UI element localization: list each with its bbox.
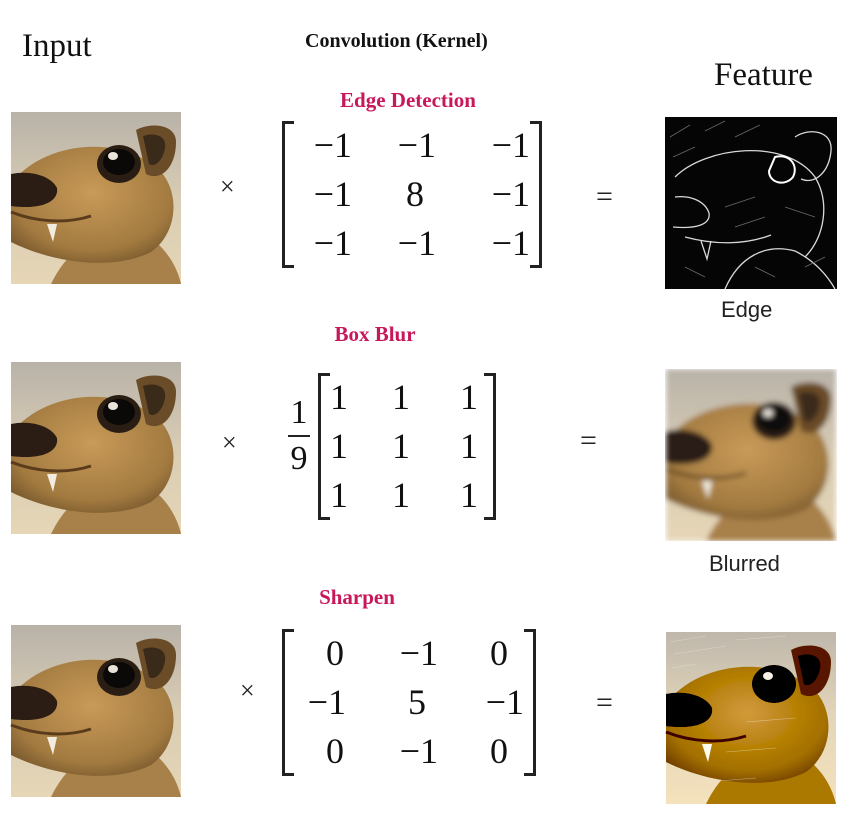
right-bracket <box>524 629 536 776</box>
cell: −1 <box>307 682 346 722</box>
input-image-edge-row <box>10 112 182 284</box>
cell: −1 <box>399 731 438 771</box>
right-bracket <box>530 121 542 268</box>
cell: 5 <box>408 682 426 722</box>
multiply-operator-sharpen: × <box>240 676 255 705</box>
fraction-bar <box>288 435 310 437</box>
multiply-operator-blur: × <box>222 428 237 457</box>
cell: 0 <box>490 731 508 771</box>
cell: −1 <box>491 223 530 263</box>
feature-column-header: Feature <box>714 57 813 93</box>
cell: −1 <box>485 682 524 722</box>
sharpen-kernel-matrix: 0 −1 0 −1 5 −1 0 −1 0 <box>282 629 536 776</box>
cell: 1 <box>330 377 348 417</box>
input-image-blur-row <box>10 362 182 534</box>
blurred-output-image <box>665 369 837 541</box>
cell: 0 <box>326 731 344 771</box>
cell: 8 <box>406 174 424 214</box>
cell: −1 <box>313 223 352 263</box>
matrix-cells: 0 −1 0 −1 5 −1 0 −1 0 <box>294 629 524 776</box>
sharpened-output-image <box>665 632 837 804</box>
kernel-column-header: Convolution (Kernel) <box>305 30 488 52</box>
cell: −1 <box>399 633 438 673</box>
box-blur-kernel-matrix: 1 1 1 1 1 1 1 1 1 <box>318 373 496 520</box>
input-image-sharpen-row <box>10 625 182 797</box>
edge-detection-kernel-matrix: −1 −1 −1 −1 8 −1 −1 −1 −1 <box>282 121 542 268</box>
left-bracket <box>318 373 330 520</box>
cell: −1 <box>491 125 530 165</box>
cell: 1 <box>392 426 410 466</box>
cell: 1 <box>460 426 478 466</box>
cell: −1 <box>397 125 436 165</box>
scale-fraction: 1 9 <box>288 395 310 477</box>
cell: 1 <box>460 377 478 417</box>
cell: 1 <box>330 426 348 466</box>
blurred-output-caption: Blurred <box>709 551 780 576</box>
cell: 0 <box>326 633 344 673</box>
cell: 1 <box>392 475 410 515</box>
cell: −1 <box>491 174 530 214</box>
cell: 1 <box>392 377 410 417</box>
equals-sign-sharpen: = <box>596 686 613 719</box>
fraction-numerator: 1 <box>290 394 308 431</box>
cell: −1 <box>313 125 352 165</box>
equals-sign-blur: = <box>580 424 597 457</box>
left-bracket <box>282 629 294 776</box>
edge-output-image <box>665 117 837 289</box>
matrix-cells: 1 1 1 1 1 1 1 1 1 <box>330 373 484 520</box>
cell: 1 <box>460 475 478 515</box>
multiply-operator-edge: × <box>220 172 235 201</box>
matrix-cells: −1 −1 −1 −1 8 −1 −1 −1 −1 <box>294 121 530 268</box>
left-bracket <box>282 121 294 268</box>
cell: 1 <box>330 475 348 515</box>
fraction-denominator: 9 <box>290 440 308 477</box>
edge-output-caption: Edge <box>721 297 773 322</box>
kernel-name-sharpen: Sharpen <box>319 585 395 609</box>
kernel-name-edge-detection: Edge Detection <box>340 88 476 112</box>
input-column-header: Input <box>22 28 92 64</box>
right-bracket <box>484 373 496 520</box>
kernel-name-box-blur: Box Blur <box>334 322 416 346</box>
cell: −1 <box>313 174 352 214</box>
cell: 0 <box>490 633 508 673</box>
cell: −1 <box>397 223 436 263</box>
equals-sign-edge: = <box>596 180 613 213</box>
